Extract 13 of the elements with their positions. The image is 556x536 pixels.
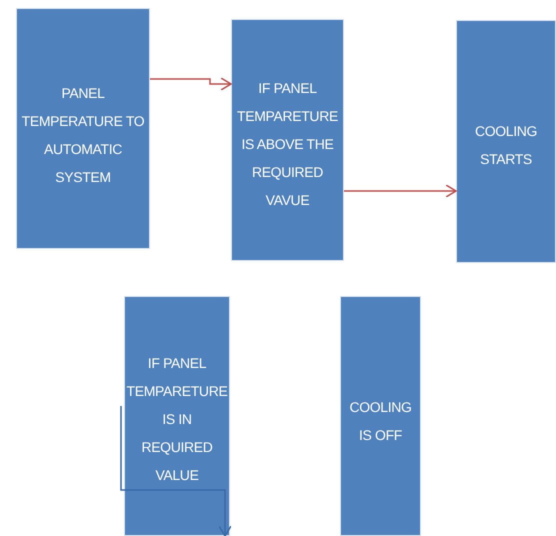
process-box: [340, 296, 421, 536]
process-box: [16, 8, 150, 249]
arrow: [120, 406, 232, 536]
box-text: COOLING STARTS: [474, 122, 538, 169]
process-box: [456, 20, 556, 263]
arrow: [150, 77, 232, 91]
box-text: IF PANEL TEMPARETURE IS ABOVE THE REQUIRED VAVUE: [236, 79, 339, 210]
arrow: [344, 184, 457, 198]
box-text: PANEL TEMPERATURE TO AUTOMATIC SYSTEM: [20, 84, 146, 187]
process-box: [124, 296, 230, 536]
box-text: IF PANEL TEMPARETURE IS IN REQUIRED VALUE: [126, 354, 228, 485]
box-text: COOLING IS OFF: [348, 398, 413, 445]
process-box: [231, 19, 344, 261]
